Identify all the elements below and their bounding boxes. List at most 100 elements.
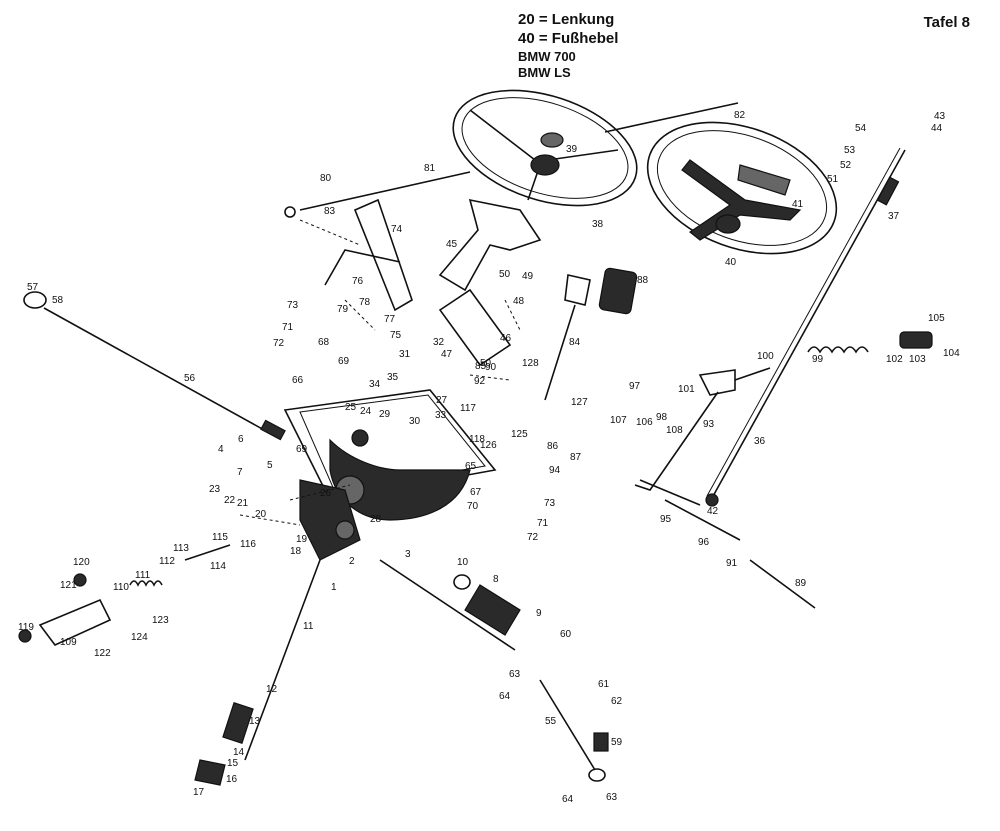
callout-27: 27 bbox=[436, 395, 448, 406]
callout-114: 114 bbox=[210, 561, 226, 572]
callout-30: 30 bbox=[409, 416, 421, 427]
callout-72: 72 bbox=[273, 338, 285, 349]
callout-51: 51 bbox=[827, 174, 839, 185]
callout-61: 61 bbox=[598, 679, 610, 690]
callout-65: 65 bbox=[465, 461, 477, 472]
callout-121: 121 bbox=[60, 580, 77, 591]
callout-81: 81 bbox=[424, 163, 436, 174]
callout-12: 12 bbox=[266, 684, 278, 695]
pedal-93 bbox=[634, 369, 736, 491]
callout-labels: 1234567891011121314151617181920212223242… bbox=[18, 110, 960, 805]
callout-96: 96 bbox=[698, 537, 710, 548]
callout-5: 5 bbox=[267, 460, 273, 471]
callout-93: 93 bbox=[703, 419, 715, 430]
callout-78: 78 bbox=[359, 297, 371, 308]
steering-column bbox=[705, 147, 906, 507]
callout-83: 83 bbox=[324, 206, 336, 217]
callout-15: 15 bbox=[227, 758, 239, 769]
callout-16: 16 bbox=[226, 774, 238, 785]
callout-33: 33 bbox=[435, 410, 447, 421]
callout-71: 71 bbox=[537, 518, 549, 529]
callout-109: 109 bbox=[60, 637, 77, 648]
callout-11: 11 bbox=[303, 621, 314, 632]
callout-47: 47 bbox=[441, 349, 453, 360]
callout-91: 91 bbox=[726, 558, 738, 569]
callout-55: 55 bbox=[545, 716, 557, 727]
callout-44: 44 bbox=[931, 123, 943, 134]
track-rod-55 bbox=[539, 679, 609, 782]
callout-69: 69 bbox=[338, 356, 350, 367]
callout-102: 102 bbox=[886, 354, 903, 365]
callout-56: 56 bbox=[184, 373, 196, 384]
callout-41: 41 bbox=[792, 199, 804, 210]
callout-9: 9 bbox=[536, 608, 542, 619]
callout-4: 4 bbox=[218, 444, 224, 455]
tie-rod bbox=[23, 291, 286, 441]
callout-69: 69 bbox=[296, 444, 308, 455]
bolt-89 bbox=[749, 559, 816, 609]
callout-76: 76 bbox=[352, 276, 364, 287]
callout-36: 36 bbox=[754, 436, 766, 447]
callout-23: 23 bbox=[209, 484, 221, 495]
callout-97: 97 bbox=[629, 381, 641, 392]
callout-50: 50 bbox=[499, 269, 511, 280]
callout-108: 108 bbox=[666, 425, 683, 436]
callout-34: 34 bbox=[369, 379, 381, 390]
callout-37: 37 bbox=[888, 211, 900, 222]
callout-40: 40 bbox=[725, 257, 737, 268]
model-bmw-700: BMW 700 bbox=[518, 49, 576, 64]
callout-39: 39 bbox=[566, 144, 578, 155]
callout-42: 42 bbox=[707, 506, 719, 517]
assembly-lines bbox=[239, 219, 521, 526]
callout-13: 13 bbox=[249, 716, 261, 727]
callout-57: 57 bbox=[27, 282, 39, 293]
callout-105: 105 bbox=[928, 313, 945, 324]
callout-19: 19 bbox=[296, 534, 308, 545]
callout-73: 73 bbox=[544, 498, 556, 509]
callout-71: 71 bbox=[282, 322, 294, 333]
callout-100: 100 bbox=[757, 351, 774, 362]
callout-126: 126 bbox=[480, 440, 497, 451]
callout-86: 86 bbox=[547, 441, 559, 452]
cable bbox=[284, 171, 471, 218]
callout-74: 74 bbox=[391, 224, 403, 235]
callout-54: 54 bbox=[855, 123, 867, 134]
callout-68: 68 bbox=[318, 337, 330, 348]
callout-25: 25 bbox=[345, 402, 357, 413]
callout-80: 80 bbox=[320, 173, 332, 184]
callout-8: 8 bbox=[493, 574, 499, 585]
callout-24: 24 bbox=[360, 406, 372, 417]
callout-21: 21 bbox=[237, 498, 249, 509]
callout-117: 117 bbox=[460, 403, 476, 414]
pedal-84 bbox=[544, 274, 591, 401]
callout-31: 31 bbox=[399, 349, 411, 360]
callout-101: 101 bbox=[678, 384, 695, 395]
legend-pedals: 40 = Fußhebel bbox=[518, 30, 619, 47]
callout-43: 43 bbox=[934, 111, 946, 122]
callout-10: 10 bbox=[457, 557, 469, 568]
callout-122: 122 bbox=[94, 648, 111, 659]
callout-113: 113 bbox=[173, 543, 189, 554]
spring-99 bbox=[807, 346, 869, 354]
callout-82: 82 bbox=[734, 110, 746, 121]
callout-45: 45 bbox=[446, 239, 458, 250]
callout-48: 48 bbox=[513, 296, 525, 307]
callout-58: 58 bbox=[52, 295, 64, 306]
callout-92: 92 bbox=[474, 376, 486, 387]
master-cylinder bbox=[18, 573, 112, 646]
callout-18: 18 bbox=[290, 546, 302, 557]
callout-99: 99 bbox=[812, 354, 824, 365]
callout-110: 110 bbox=[113, 582, 129, 593]
callout-73: 73 bbox=[287, 300, 299, 311]
bracket-45 bbox=[438, 198, 542, 367]
callout-103: 103 bbox=[909, 354, 926, 365]
callout-127: 127 bbox=[571, 397, 588, 408]
pedal-shaft bbox=[639, 479, 741, 541]
callout-26: 26 bbox=[320, 488, 332, 499]
callout-72: 72 bbox=[527, 532, 539, 543]
callout-106: 106 bbox=[636, 417, 653, 428]
callout-46: 46 bbox=[500, 333, 512, 344]
callout-125: 125 bbox=[511, 429, 528, 440]
